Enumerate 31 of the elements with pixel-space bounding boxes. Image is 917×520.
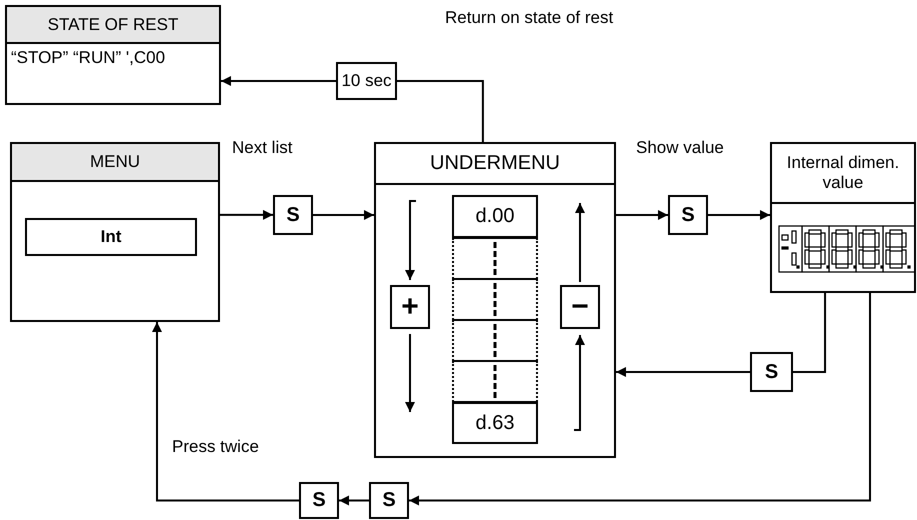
panel-text: “STOP” “RUN” ',C00 [11, 48, 166, 68]
note-text: Return on state of rest [445, 8, 614, 28]
arrow [313, 210, 374, 220]
arrow [152, 322, 299, 502]
arrow [708, 210, 770, 220]
menu-panel [5, 5, 221, 105]
key-box: S [273, 195, 313, 235]
text-box: d.63 [452, 402, 538, 444]
note-text: Show value [636, 138, 724, 158]
text-box: 10 sec [336, 62, 397, 100]
panel-header: MENU [12, 144, 218, 182]
key-box: S [668, 195, 708, 235]
arrow [339, 496, 369, 506]
arrow [616, 210, 668, 220]
note-text: Next list [232, 138, 292, 158]
arrow [409, 293, 871, 506]
key-box: S [299, 482, 339, 519]
plus-key: + [390, 285, 430, 329]
panel-header: STATE OF REST [7, 7, 219, 44]
menu-panel [10, 142, 220, 322]
arrow [221, 76, 336, 86]
key-box: Int [25, 218, 197, 256]
note-text: Press twice [172, 437, 259, 457]
key-box: S [750, 352, 793, 392]
arrow [220, 210, 273, 220]
menu-panel [770, 142, 916, 293]
text-box: d.00 [452, 195, 538, 238]
minus-key: − [560, 285, 600, 329]
arrow [616, 367, 750, 377]
key-box: S [369, 482, 409, 519]
menu-panel [374, 142, 616, 458]
